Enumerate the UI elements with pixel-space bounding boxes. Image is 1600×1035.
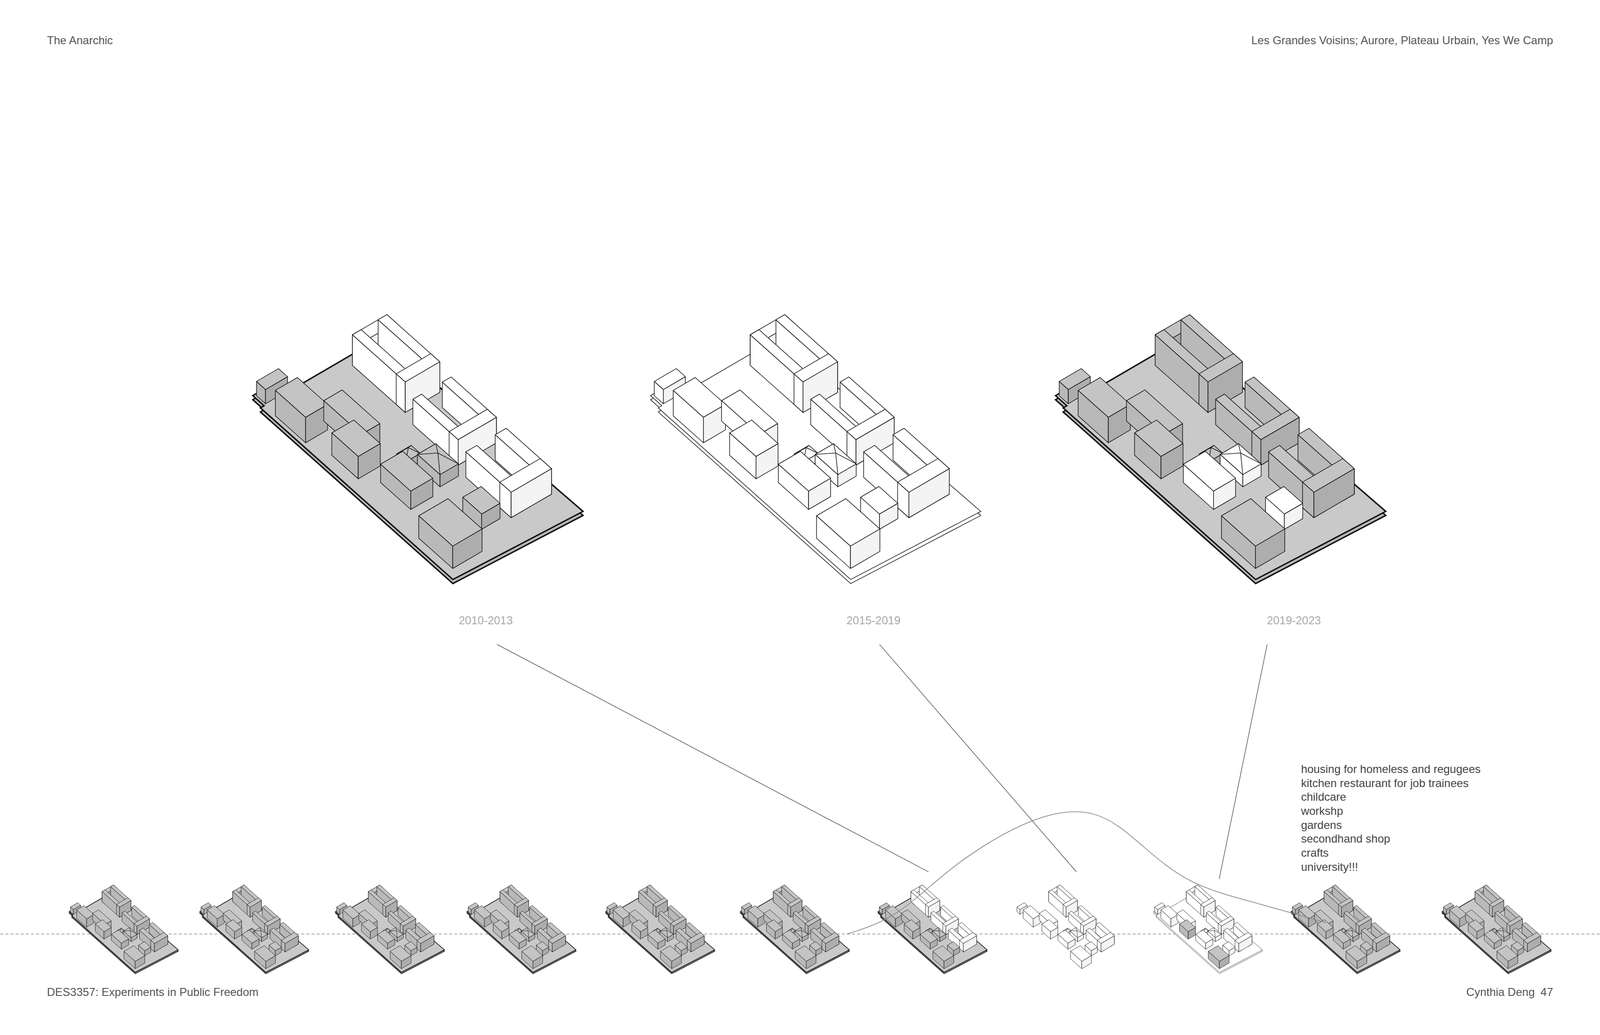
period-label: 2019-2023 bbox=[1266, 614, 1321, 628]
site-model bbox=[740, 885, 850, 975]
site-model bbox=[466, 885, 576, 975]
site-model bbox=[605, 885, 715, 975]
site-model bbox=[1153, 885, 1263, 975]
program-item: housing for homeless and regugees bbox=[1301, 762, 1481, 777]
program-item: childcare bbox=[1301, 790, 1347, 805]
page-header: Les Grandes Voisins; Aurore, Plateau Urb… bbox=[1251, 33, 1553, 48]
program-item: university!!! bbox=[1301, 860, 1359, 875]
page-footer: DES3357: Experiments in Public Freedom bbox=[47, 985, 259, 1000]
period-label: 2010-2013 bbox=[458, 614, 513, 628]
period-label: 2015-2019 bbox=[846, 614, 901, 628]
program-item: kitchen restaurant for job trainees bbox=[1301, 776, 1469, 791]
leader-line bbox=[1219, 644, 1268, 880]
site-model bbox=[650, 314, 981, 584]
program-item: workshp bbox=[1301, 804, 1344, 819]
site-model bbox=[335, 885, 445, 975]
site-model bbox=[252, 314, 584, 584]
site-model bbox=[1016, 885, 1115, 969]
page-number: 47 bbox=[1540, 985, 1554, 1000]
site-model bbox=[69, 885, 179, 975]
program-item: secondhand shop bbox=[1301, 832, 1391, 847]
program-item: crafts bbox=[1301, 846, 1329, 861]
site-model bbox=[878, 885, 988, 975]
leader-line bbox=[496, 644, 929, 872]
page-footer: Cynthia Deng bbox=[1466, 985, 1535, 1000]
site-model bbox=[199, 885, 309, 975]
site-model bbox=[1291, 885, 1401, 975]
page-header: The Anarchic bbox=[47, 33, 113, 48]
occupancy-curve bbox=[847, 811, 1327, 935]
program-item: gardens bbox=[1301, 818, 1343, 833]
site-model bbox=[1055, 314, 1386, 584]
site-model bbox=[1441, 885, 1552, 975]
leader-line bbox=[879, 644, 1077, 872]
